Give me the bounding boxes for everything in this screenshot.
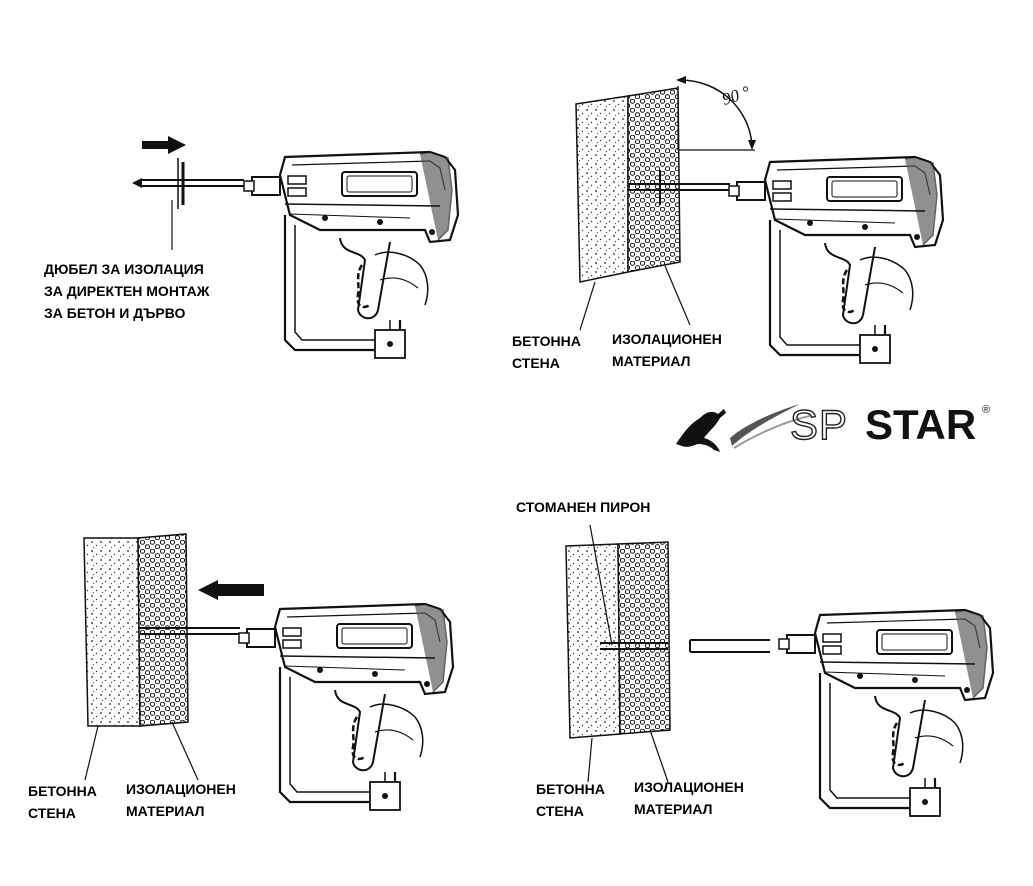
panel4-wall-label-line2: СТЕНА (536, 803, 584, 819)
panel1-insulation-anchor (132, 158, 244, 250)
panel4-insulation (617, 541, 671, 735)
panel4-insulation-label-line2: МАТЕРИАЛ (634, 801, 713, 817)
panel2-insulation (627, 87, 681, 273)
panel1-label-line1: ДЮБЕЛ ЗА ИЗОЛАЦИЯ (44, 261, 204, 277)
logo-star-text: STAR (865, 401, 977, 448)
panel4-nailer (689, 608, 995, 818)
panel3-insulation-label-line2: МАТЕРИАЛ (126, 803, 205, 819)
panel3-wall-label-line2: СТЕНА (28, 805, 76, 821)
panel3-anchor (140, 627, 240, 635)
panel4-nail-label: СТОМАНЕН ПИРОН (516, 499, 651, 515)
panel3-nailer (237, 602, 455, 812)
panel2-angle-marker (676, 76, 756, 151)
panel1-label-line2: ЗА ДИРЕКТЕН МОНТАЖ (44, 283, 210, 299)
panel2-wall-label-line1: БЕТОННА (512, 333, 581, 349)
panel3-direction-arrow (198, 580, 264, 600)
panel1-nailer (242, 150, 460, 360)
panel4-concrete-wall (565, 543, 621, 739)
panel3-wall-label-line1: БЕТОННА (28, 783, 97, 799)
panel3-insulation-label-line1: ИЗОЛАЦИОНЕН (126, 781, 236, 797)
panel4-insulation-label-line1: ИЗОЛАЦИОНЕН (634, 779, 744, 795)
panel2-concrete-wall (575, 95, 629, 283)
panel3-concrete-wall (83, 537, 141, 727)
panel4-installed-anchor (589, 524, 668, 650)
panel1-direction-arrow (142, 136, 186, 154)
panel2-wall-label-line2: СТЕНА (512, 355, 560, 371)
panel2-anchor (628, 170, 730, 205)
panel2-nailer (727, 155, 945, 365)
panel1-label-line3: ЗА БЕТОН И ДЪРВО (44, 305, 186, 321)
panel4-wall-label-line1: БЕТОННА (536, 781, 605, 797)
kangaroo-icon (676, 404, 811, 452)
logo-registered-mark: ® (982, 404, 991, 416)
panel2-insulation-label-line2: МАТЕРИАЛ (612, 353, 691, 369)
panel2-insulation-label-line1: ИЗОЛАЦИОНЕН (612, 331, 722, 347)
logo-sp-text: SP (789, 401, 849, 448)
panel3-insulation (137, 533, 189, 727)
